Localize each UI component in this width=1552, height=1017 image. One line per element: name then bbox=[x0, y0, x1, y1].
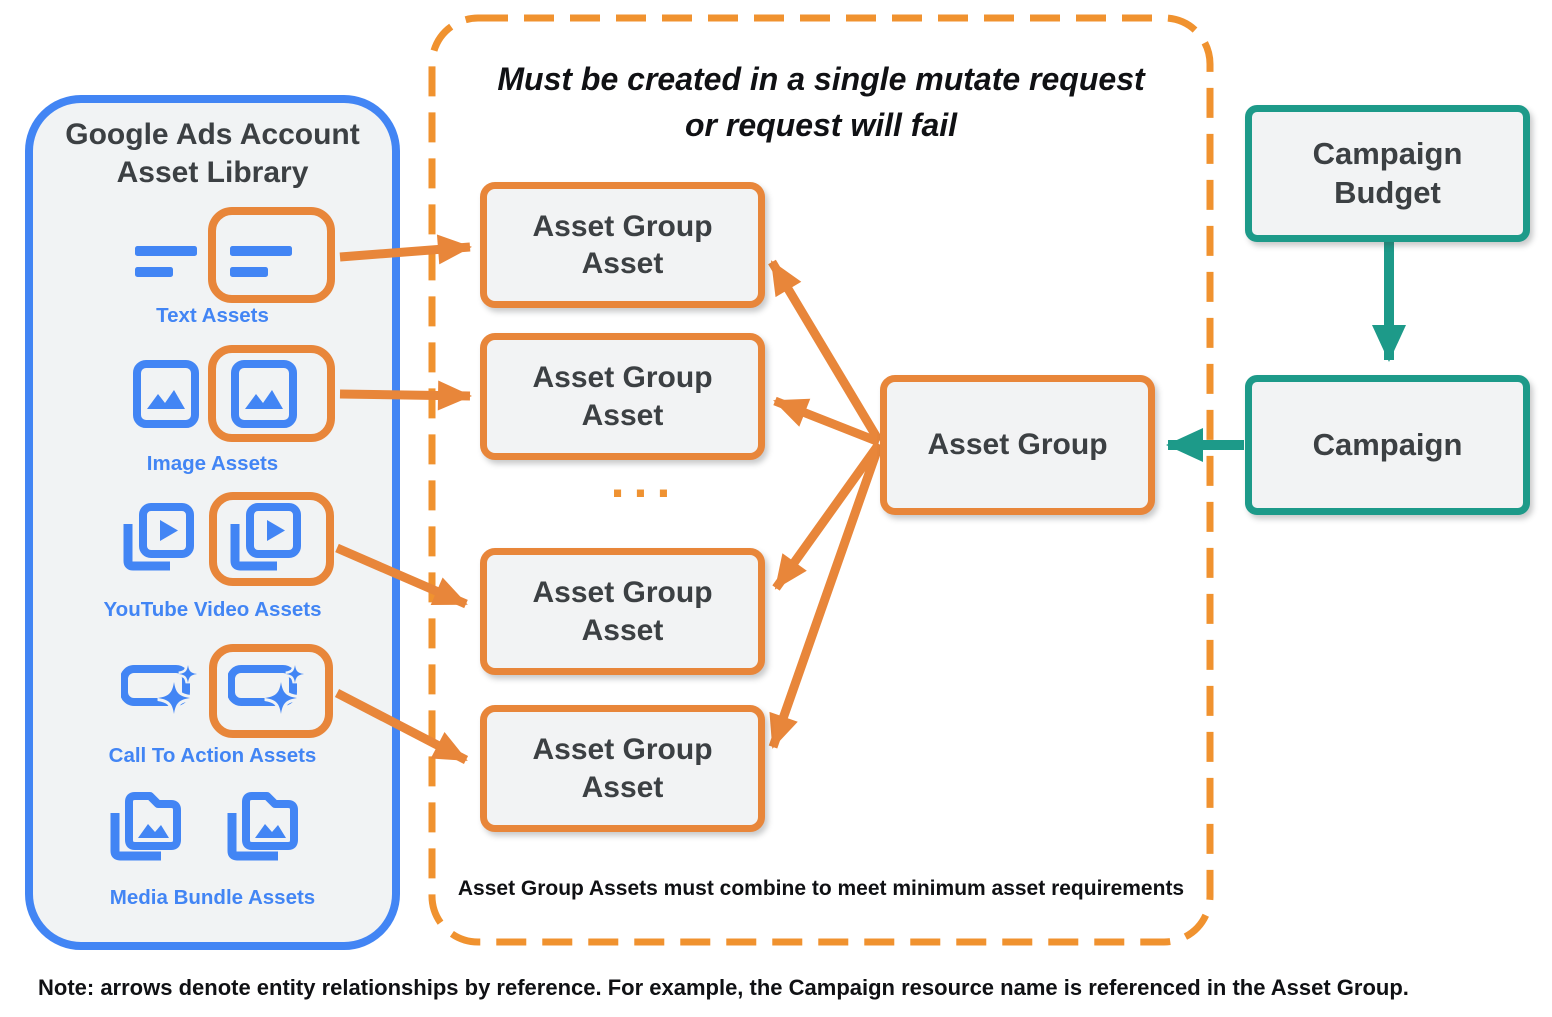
arrow-video-asset-to-box3 bbox=[335, 543, 468, 609]
selected-text-asset-highlight bbox=[208, 207, 335, 303]
asset-group-box: Asset Group bbox=[880, 375, 1155, 515]
asset-library-title: Google Ads Account Asset Library bbox=[65, 118, 360, 189]
campaign-box: Campaign bbox=[1245, 375, 1530, 515]
video-library-icon bbox=[230, 503, 301, 571]
text-lines-icon bbox=[135, 246, 197, 277]
mutate-panel-title: Must be created in a single mutate reque… bbox=[497, 61, 1145, 144]
cta-button-sparkle-icon bbox=[228, 664, 305, 715]
image-assets-label: Image Assets bbox=[146, 452, 279, 475]
arrow-cta-asset-to-box4 bbox=[334, 689, 469, 764]
arrow-asset-group-to-box4 bbox=[768, 443, 884, 749]
text-assets-label: Text Assets bbox=[156, 304, 269, 327]
selected-cta-asset-highlight bbox=[209, 644, 333, 738]
arrow-image-asset-to-box2 bbox=[339, 380, 472, 411]
asset-group-asset-box-2: Asset Group Asset bbox=[480, 333, 765, 460]
asset-group-asset-box-1: Asset Group Asset bbox=[480, 182, 765, 308]
arrow-asset-group-to-box2 bbox=[773, 396, 881, 447]
asset-group-asset-box-3: Asset Group Asset bbox=[480, 548, 765, 675]
campaign-budget-box: Campaign Budget bbox=[1245, 105, 1530, 242]
arrow-asset-group-to-box1 bbox=[768, 259, 883, 444]
media-bundle-folder-icon bbox=[227, 792, 298, 861]
teal-arrows bbox=[1166, 241, 1406, 462]
media-bundle-folder-icon bbox=[110, 792, 181, 861]
text-lines-icon bbox=[230, 246, 292, 277]
arrow-asset-group-to-box3 bbox=[772, 441, 883, 591]
orange-arrows bbox=[334, 234, 884, 764]
youtube-video-assets-label: YouTube Video Assets bbox=[103, 598, 322, 621]
ellipsis-more-assets: ... bbox=[610, 452, 680, 508]
cta-button-sparkle-icon bbox=[121, 664, 198, 715]
arrow-text-asset-to-box1 bbox=[339, 234, 472, 265]
mutate-panel-footer: Asset Group Assets must combine to meet … bbox=[457, 877, 1185, 900]
footnote: Note: arrows denote entity relationships… bbox=[38, 975, 1409, 1000]
asset-group-asset-box-4: Asset Group Asset bbox=[480, 705, 765, 832]
selected-video-asset-highlight bbox=[209, 492, 334, 586]
selected-image-asset-highlight bbox=[208, 345, 335, 442]
video-library-icon bbox=[123, 503, 194, 571]
image-icon bbox=[231, 360, 297, 428]
media-bundle-assets-label: Media Bundle Assets bbox=[109, 886, 316, 909]
image-icon bbox=[133, 360, 199, 428]
call-to-action-assets-label: Call To Action Assets bbox=[108, 744, 317, 767]
